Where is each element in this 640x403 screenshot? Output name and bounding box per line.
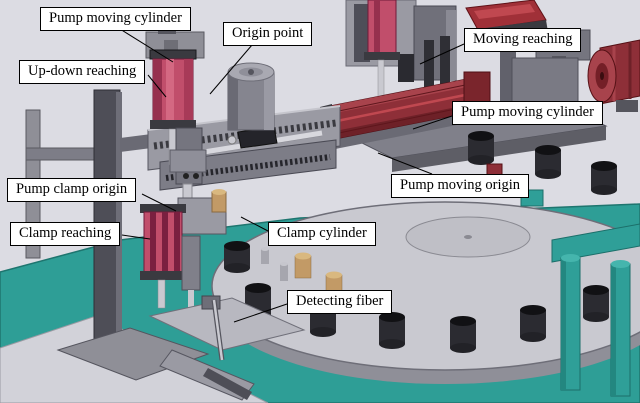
callout-clamp-reaching xyxy=(121,234,151,240)
pallet-puck xyxy=(583,285,609,322)
callout-up-down-reaching xyxy=(147,74,167,98)
callout-pump-moving-origin xyxy=(377,152,433,175)
callout-pump-moving-cylinder-right xyxy=(412,115,453,130)
callout-pump-moving-cylinder-top xyxy=(119,28,174,63)
right-red-round-cylinder xyxy=(587,39,640,112)
teal-support-frame xyxy=(551,223,640,397)
clamp-cylinder-body xyxy=(140,204,201,309)
label-pump-moving-origin: Pump moving origin xyxy=(391,174,530,198)
workpiece-tan-cylinder xyxy=(294,252,343,298)
pallet-puck xyxy=(450,316,476,353)
label-up-down-reaching: Up-down reaching xyxy=(19,60,146,84)
pallet-puck xyxy=(520,305,546,342)
label-detecting-fiber: Detecting fiber xyxy=(287,290,393,314)
pallet-puck xyxy=(468,131,494,165)
pallet-puck xyxy=(535,145,561,179)
callout-detecting-fiber xyxy=(233,303,288,323)
label-pump-clamp-origin: Pump clamp origin xyxy=(7,178,137,202)
label-pump-moving-cylinder-top: Pump moving cylinder xyxy=(40,7,191,31)
callout-lines xyxy=(119,28,465,323)
callout-clamp-cylinder xyxy=(240,216,269,232)
workpiece-steel-pin xyxy=(261,247,288,281)
callout-origin-point xyxy=(209,44,253,95)
gray-round-cylinder xyxy=(227,62,275,131)
pallet-puck xyxy=(224,241,250,273)
detecting-fiber-rod xyxy=(201,295,225,361)
table-center-disc xyxy=(405,216,531,258)
bottom-angled-arm xyxy=(159,349,255,401)
label-clamp-reaching: Clamp reaching xyxy=(10,222,121,246)
label-pump-moving-cylinder-right: Pump moving cylinder xyxy=(452,101,603,125)
moving-reaching-cylinder xyxy=(364,0,400,117)
label-moving-reaching: Moving reaching xyxy=(464,28,582,52)
pallet-puck xyxy=(591,161,617,195)
callout-pump-clamp-origin xyxy=(141,193,177,212)
label-origin-point: Origin point xyxy=(223,22,313,46)
label-clamp-cylinder: Clamp cylinder xyxy=(268,222,376,246)
pump-moving-cylinder-vertical xyxy=(149,40,197,166)
pallet-puck xyxy=(379,312,405,349)
callout-moving-reaching xyxy=(419,43,465,65)
